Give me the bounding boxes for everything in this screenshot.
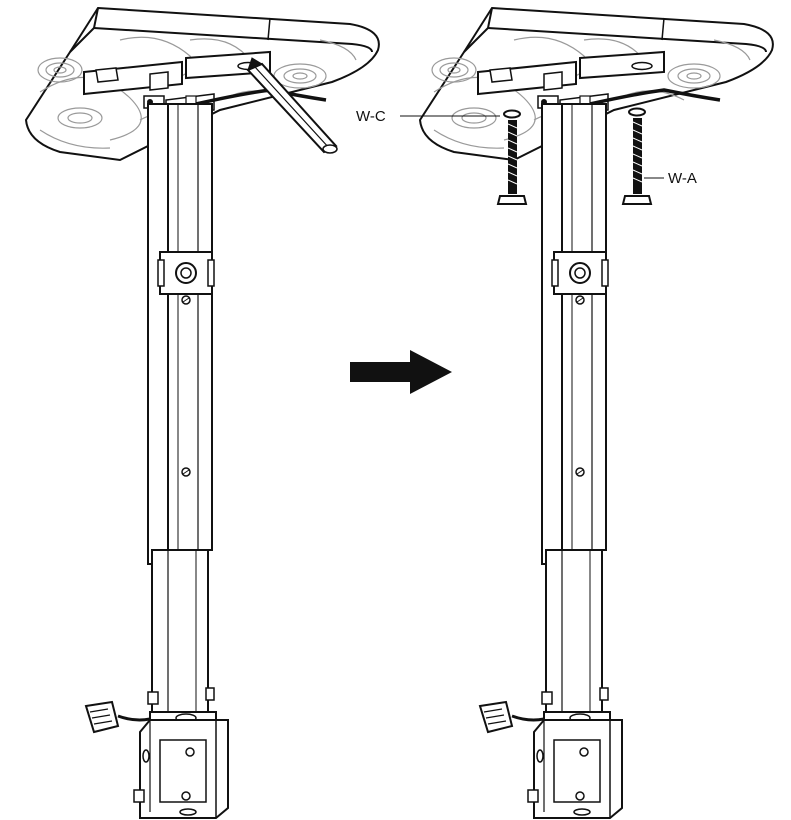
right-arrow-icon [350, 350, 452, 394]
washer-icon [503, 107, 646, 119]
washer-callout-label: W-C [356, 108, 386, 125]
bolt-callout-label: W-A [668, 170, 697, 187]
pencil-icon [246, 57, 338, 154]
mount-before-view [24, 6, 381, 820]
bolt-icon [496, 118, 653, 205]
mount-after-view: W-C W-A [356, 6, 775, 820]
